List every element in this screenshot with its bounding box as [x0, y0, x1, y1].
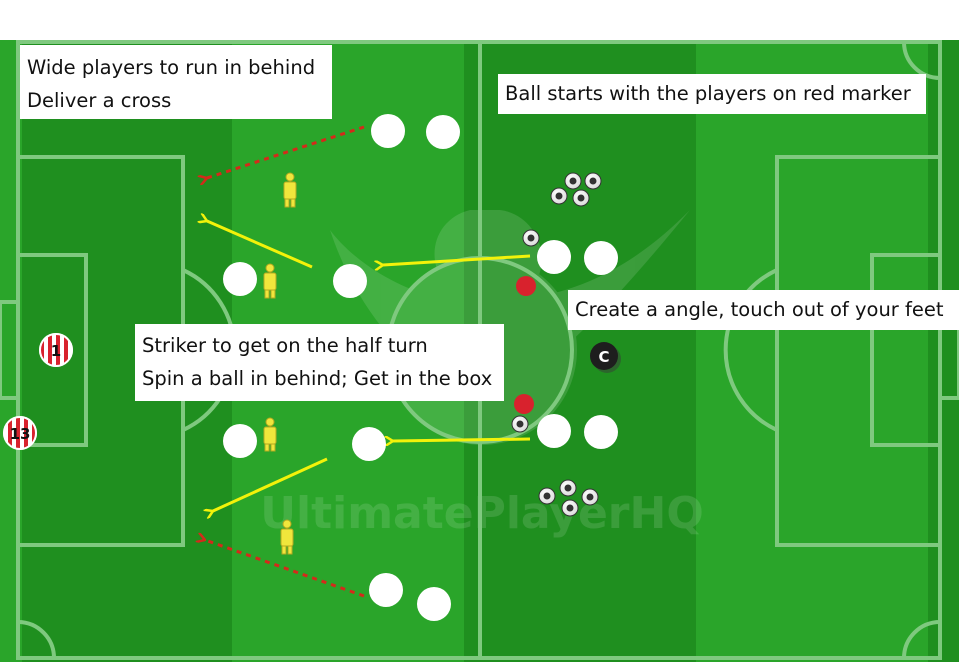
football-icon — [511, 415, 529, 433]
red-markers — [514, 276, 536, 414]
football-icon — [561, 499, 579, 517]
player-marker — [369, 573, 403, 607]
pitch-markings — [0, 40, 959, 660]
player-marker — [417, 587, 451, 621]
note-line: Create a angle, touch out of your feet — [575, 298, 944, 321]
football-icon — [581, 488, 599, 506]
football-icon — [564, 172, 582, 190]
mannequin-icon — [283, 172, 297, 208]
goalkeeper-number: 13 — [10, 425, 31, 443]
football-icon — [522, 229, 540, 247]
note-line: Striker to get on the half turn — [142, 334, 428, 357]
coach-marker: C — [590, 342, 621, 373]
note-line: Ball starts with the players on red mark… — [505, 82, 911, 105]
mannequin-icon — [280, 519, 294, 555]
football-icon — [559, 479, 577, 497]
note-create-angle: Create a angle, touch out of your feet — [568, 290, 959, 330]
players — [223, 114, 618, 621]
run-arrow-upper-wide — [207, 221, 313, 269]
player-marker — [537, 240, 571, 274]
goalkeeper-number: 1 — [51, 342, 61, 360]
note-line: Wide players to run in behind — [27, 56, 316, 79]
note-ball-start: Ball starts with the players on red mark… — [498, 74, 926, 114]
note-line: Spin a ball in behind; Get in the box — [142, 367, 493, 390]
player-marker — [333, 264, 367, 298]
pass-arrow-upper — [383, 254, 531, 265]
red-marker — [516, 276, 536, 296]
football-icon — [550, 187, 568, 205]
pass-arrow-lower — [393, 439, 531, 441]
football-icon — [584, 172, 602, 190]
goalkeeper-13: 13 — [3, 416, 37, 450]
footballs — [511, 172, 602, 517]
note-striker: Striker to get on the half turn Spin a b… — [135, 324, 504, 401]
mannequin-icon — [263, 417, 277, 452]
coach-label: C — [598, 348, 609, 366]
mannequin-icon — [263, 263, 277, 299]
player-marker — [352, 427, 386, 461]
mannequins — [263, 172, 297, 555]
goalkeeper-1: 1 — [39, 333, 73, 367]
player-marker — [584, 415, 618, 449]
player-marker — [584, 241, 618, 275]
player-marker — [537, 414, 571, 448]
cross-arrow-bottom — [205, 540, 365, 598]
player-marker — [223, 262, 257, 296]
player-marker — [223, 424, 257, 458]
cross-arrow-top — [207, 125, 365, 178]
football-icon — [572, 189, 590, 207]
player-marker — [371, 114, 405, 148]
run-arrow-lower-wide — [213, 457, 328, 511]
note-wide-players: Wide players to run in behind Deliver a … — [20, 45, 332, 119]
note-line: Deliver a cross — [27, 89, 172, 112]
red-marker — [514, 394, 534, 414]
run-arrows — [205, 125, 531, 598]
player-marker — [426, 115, 460, 149]
football-icon — [538, 487, 556, 505]
